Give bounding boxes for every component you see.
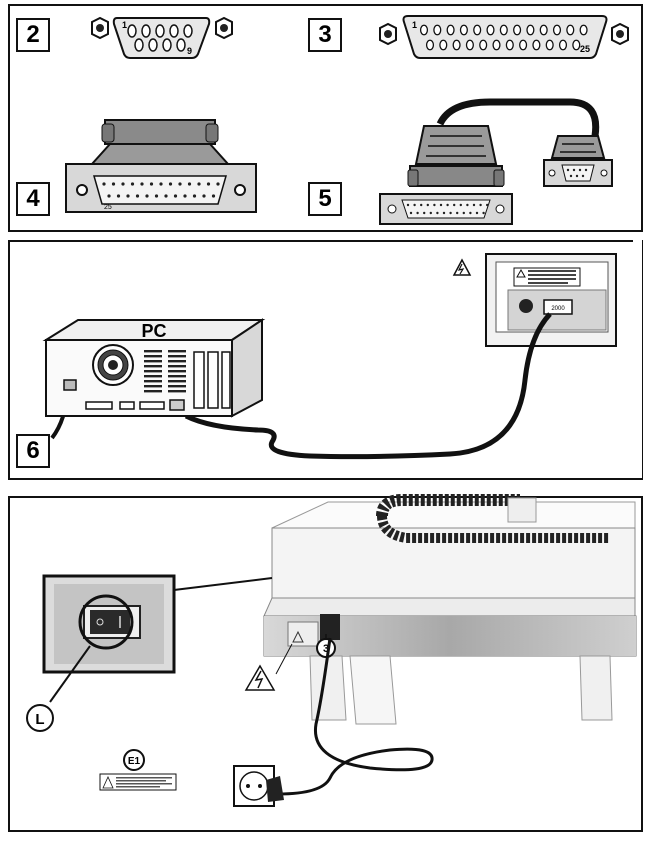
machine-body-drawing [263, 494, 637, 725]
hex-screw-icon [611, 22, 629, 46]
power-switch-inset [42, 574, 176, 674]
hex-screw-icon [215, 16, 233, 40]
pin-1-label: 1 [412, 20, 417, 30]
figure-number-2: 2 [16, 18, 50, 52]
connector-panel: 2 3 4 5 1 9 1 25 [8, 4, 643, 232]
callout-l: L [35, 711, 44, 728]
warning-label-sticker [99, 773, 177, 791]
device-port-inset: 2000 [485, 253, 617, 347]
pin-25-label: 25 [104, 204, 112, 211]
figure-number-6: 6 [16, 434, 50, 468]
pc-connection-panel: 6 2000 PC [8, 240, 643, 480]
figure-number-5: 5 [308, 182, 342, 216]
pin-9-label: 9 [187, 46, 192, 56]
pc-tower-drawing: PC [42, 318, 266, 418]
db9-connector-drawing: 1 9 1 25 25 [65, 15, 629, 225]
warning-triangle-icon [244, 664, 276, 691]
callout-e1: E1 [128, 756, 141, 767]
db25-adapter-drawing: 25 [65, 119, 257, 213]
svg-text:2000: 2000 [551, 306, 565, 312]
callout-3: 3 [323, 643, 329, 655]
hex-screw-icon [91, 16, 109, 40]
figure-number-4: 4 [16, 182, 50, 216]
pin-25-label: 25 [580, 44, 590, 54]
pc-label: PC [141, 321, 166, 341]
hex-screw-icon [379, 22, 397, 46]
y-cable-drawing [379, 98, 613, 225]
warning-triangle-icon [452, 258, 472, 276]
machine-power-panel: L 3 E1 [8, 494, 643, 832]
machine-power-drawing: L 3 E1 [26, 494, 637, 807]
figure-number-3: 3 [308, 18, 342, 52]
pc-connection-drawing: 2000 PC [42, 253, 617, 460]
pin-1-label: 1 [122, 20, 127, 30]
wall-outlet-icon [233, 765, 284, 807]
